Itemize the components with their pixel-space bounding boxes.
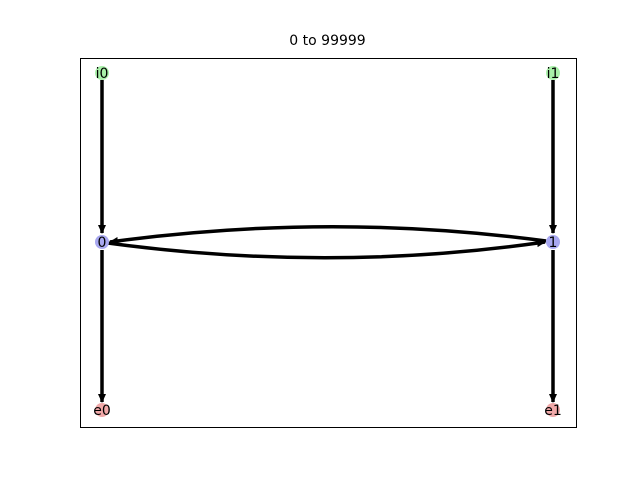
node-1: 1 xyxy=(546,235,560,251)
node-0-marker xyxy=(95,235,109,249)
node-i1: i1 xyxy=(546,66,560,82)
node-e0-marker xyxy=(95,403,109,417)
edge-0-to-1 xyxy=(107,239,546,260)
node-1-marker xyxy=(546,235,560,249)
node-i0-marker xyxy=(95,66,109,80)
edge-1-to-0 xyxy=(109,225,547,245)
node-e1-label: e1 xyxy=(544,403,562,419)
node-e0: e0 xyxy=(93,403,111,419)
node-e1: e1 xyxy=(544,403,562,419)
node-i0-label: i0 xyxy=(96,66,109,82)
node-e0-label: e0 xyxy=(93,403,111,419)
node-i1-marker xyxy=(546,66,560,80)
node-0: 0 xyxy=(95,235,109,251)
node-i0: i0 xyxy=(95,66,109,82)
plot-frame xyxy=(80,58,577,428)
node-0-label: 0 xyxy=(98,235,107,251)
node-1-label: 1 xyxy=(549,235,558,251)
node-i1-label: i1 xyxy=(547,66,560,82)
diagram-title: 0 to 99999 xyxy=(289,33,366,49)
node-e1-marker xyxy=(546,403,560,417)
